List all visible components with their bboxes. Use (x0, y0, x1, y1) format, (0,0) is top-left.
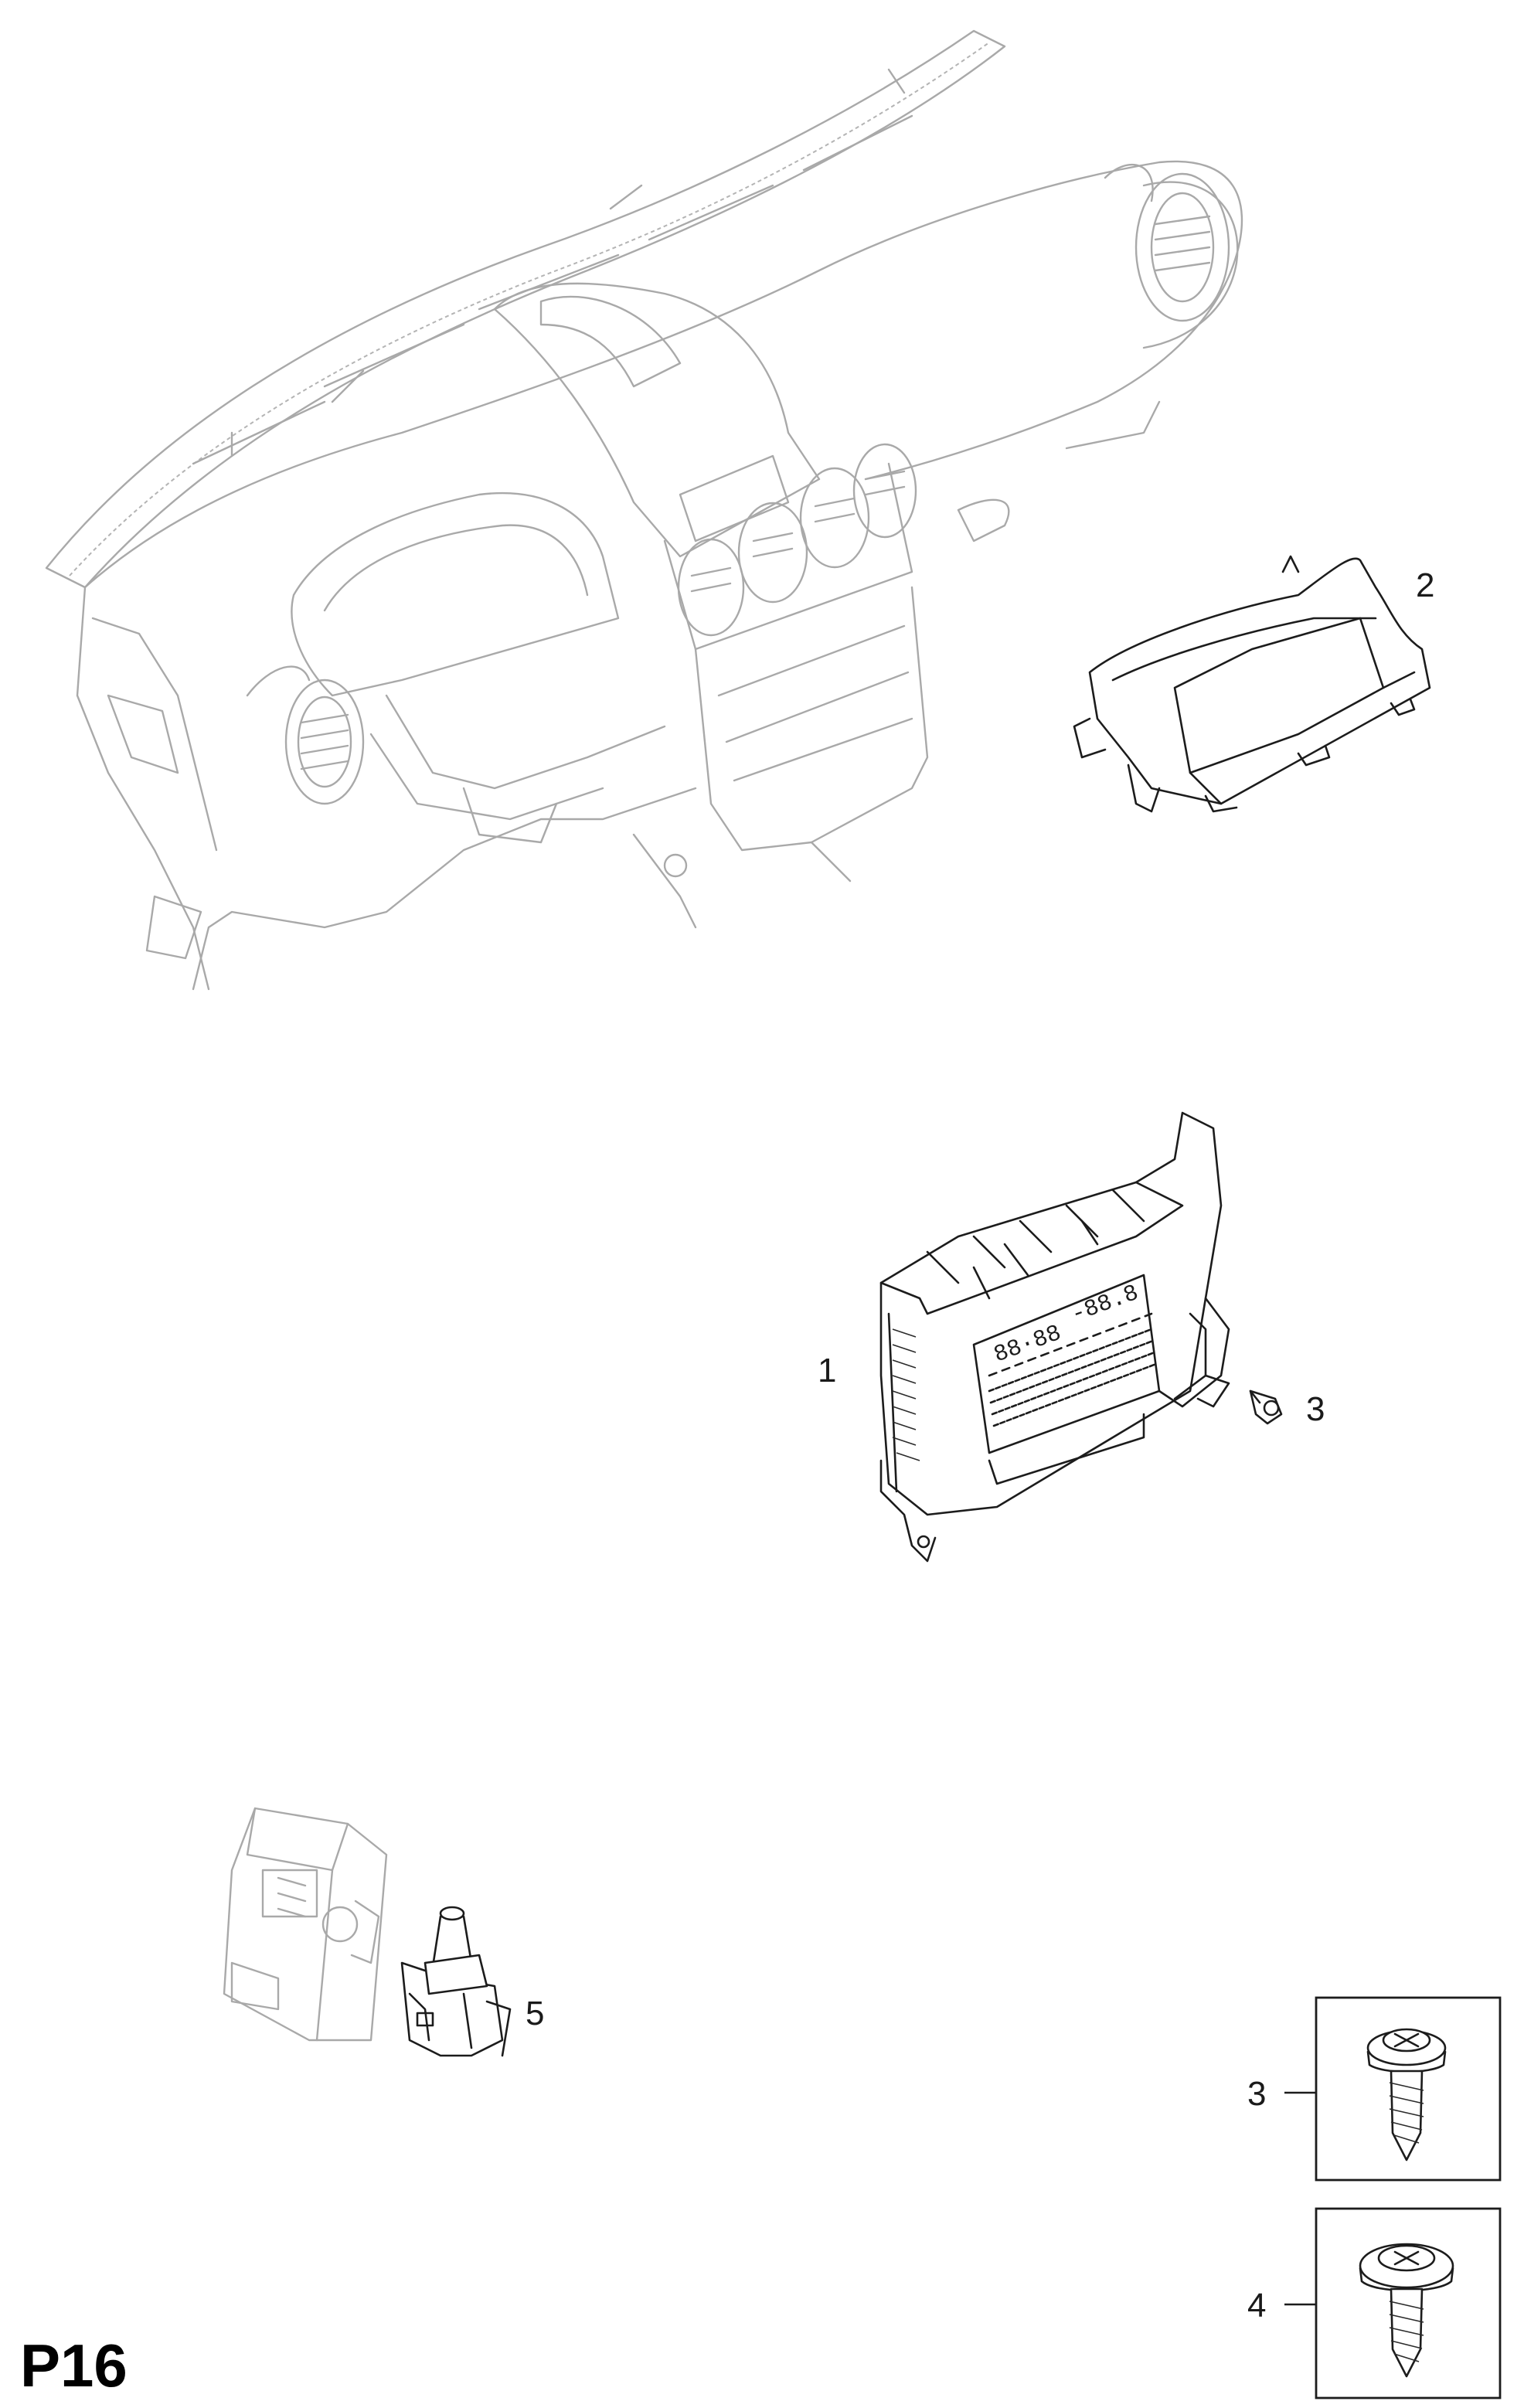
callout-3: 3 (1306, 1390, 1325, 1428)
callout-4-detail: 4 (1247, 2287, 1266, 2325)
switch-part-5 (400, 1906, 512, 2057)
callout-2: 2 (1416, 566, 1434, 604)
dashboard-assembly (45, 29, 1243, 991)
screw-part-3-small (1249, 1389, 1283, 1425)
control-unit-context (223, 1807, 388, 2042)
display-module-part-1: 88·88 -88.8 (879, 1111, 1230, 1563)
callout-5: 5 (526, 1995, 544, 2032)
callout-3-detail: 3 (1247, 2075, 1266, 2113)
page-code: P16 (20, 2331, 128, 2399)
detail-box-part-4 (1315, 2207, 1502, 2399)
callout-1: 1 (818, 1352, 836, 1389)
detail-box-part-3 (1315, 1996, 1502, 2182)
instrument-bezel-part-2 (1073, 555, 1431, 813)
